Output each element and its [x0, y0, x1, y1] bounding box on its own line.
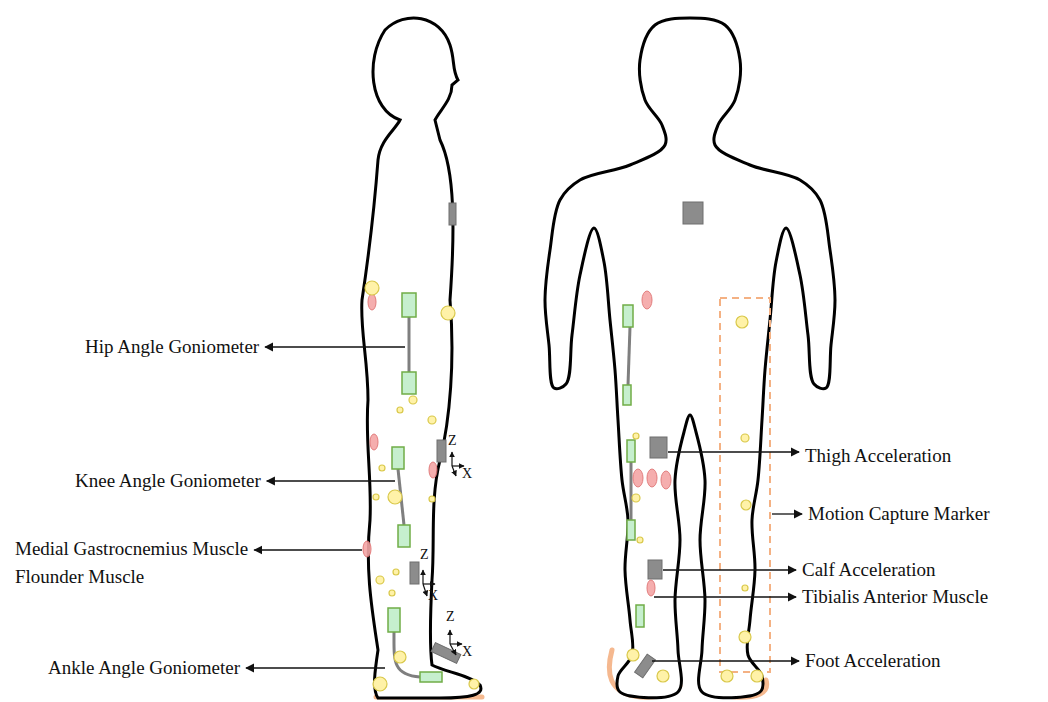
part-label: Hip Angle Goniometer [85, 336, 259, 358]
leader-line [663, 569, 796, 570]
body-outline-front [545, 18, 835, 698]
leader-lines [246, 347, 802, 668]
motion-marker [365, 281, 763, 691]
part-label: Calf Acceleration [802, 559, 935, 581]
axis-arrow [423, 452, 464, 655]
leader-line [267, 480, 395, 481]
leader-line [246, 667, 385, 668]
marker-region [720, 298, 770, 672]
part-label: Thigh Acceleration [805, 445, 951, 467]
body-outline-side [362, 18, 481, 698]
leader-line [265, 346, 405, 347]
part-label: Motion Capture Marker [808, 503, 990, 525]
axis-label: X [462, 466, 472, 482]
leader-line [652, 660, 799, 661]
goniometer [394, 317, 631, 677]
axis-label: Z [420, 547, 429, 563]
axis-label: X [462, 644, 472, 660]
part-label: Medial Gastrocnemius Muscle [15, 538, 248, 560]
axis-label: X [428, 588, 438, 604]
part-label: Flounder Muscle [15, 566, 144, 588]
part-label: Knee Angle Goniometer [75, 470, 261, 492]
part-label: Ankle Angle Goniometer [48, 657, 240, 679]
axis-label: Z [446, 609, 455, 625]
part-label: Tibialis Anterior Muscle [802, 586, 988, 608]
leader-line [668, 451, 799, 452]
leader-line [654, 596, 796, 597]
emg-electrode [363, 291, 671, 596]
accelerometer [410, 202, 703, 678]
leader-line [254, 549, 362, 550]
leader-line [772, 513, 802, 514]
axis-label: Z [448, 433, 457, 449]
goniometer-pad [388, 293, 644, 682]
part-label: Foot Acceleration [805, 650, 941, 672]
